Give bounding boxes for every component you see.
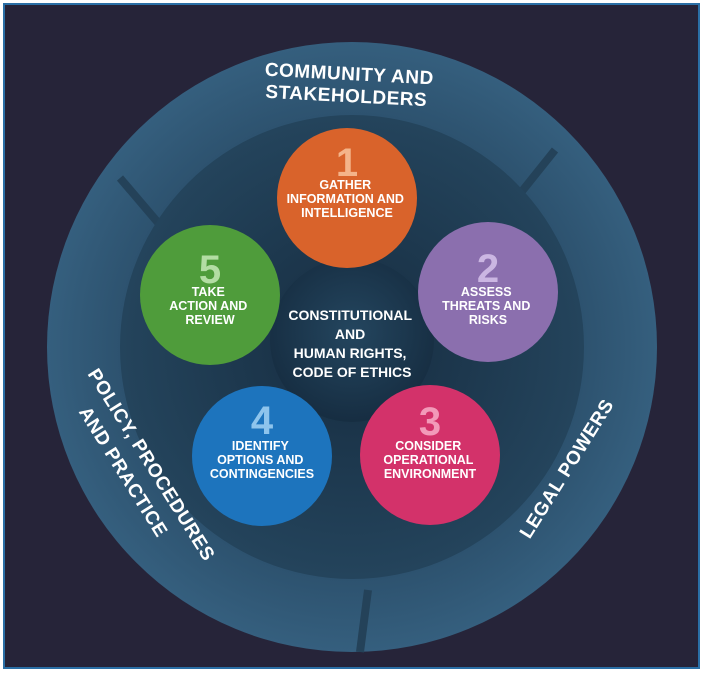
step-4-circle <box>192 386 332 526</box>
step-5-label: TAKE ACTION AND REVIEW <box>169 285 251 327</box>
step-2-circle <box>418 222 558 362</box>
center-label: CONSTITUTIONAL AND HUMAN RIGHTS, CODE OF… <box>288 307 415 380</box>
step-4: 4 IDENTIFY OPTIONS AND CONTINGENCIES <box>192 386 332 526</box>
step-5-number: 5 <box>199 248 221 292</box>
step-4-number: 4 <box>251 399 274 443</box>
step-3-number: 3 <box>419 400 441 444</box>
step-2-label: ASSESS THREATS AND RISKS <box>442 285 534 327</box>
step-4-label: IDENTIFY OPTIONS AND CONTINGENCIES <box>210 439 314 481</box>
ring-divider-left <box>116 175 164 228</box>
center-circle <box>270 258 434 422</box>
step-2: 2 ASSESS THREATS AND RISKS <box>418 222 558 362</box>
step-1-circle <box>277 128 417 268</box>
step-1-label: GATHER INFORMATION AND INTELLIGENCE <box>287 178 408 220</box>
step-1-number: 1 <box>336 141 358 185</box>
step-3: 3 CONSIDER OPERATIONAL ENVIRONMENT <box>360 385 500 525</box>
step-5-circle <box>140 225 280 365</box>
step-1: 1 GATHER INFORMATION AND INTELLIGENCE <box>277 128 417 268</box>
step-5: 5 TAKE ACTION AND REVIEW <box>140 225 280 365</box>
ring-divider-bottom <box>356 589 372 653</box>
step-3-label: CONSIDER OPERATIONAL ENVIRONMENT <box>383 439 476 481</box>
step-2-number: 2 <box>477 247 499 291</box>
step-3-circle <box>360 385 500 525</box>
